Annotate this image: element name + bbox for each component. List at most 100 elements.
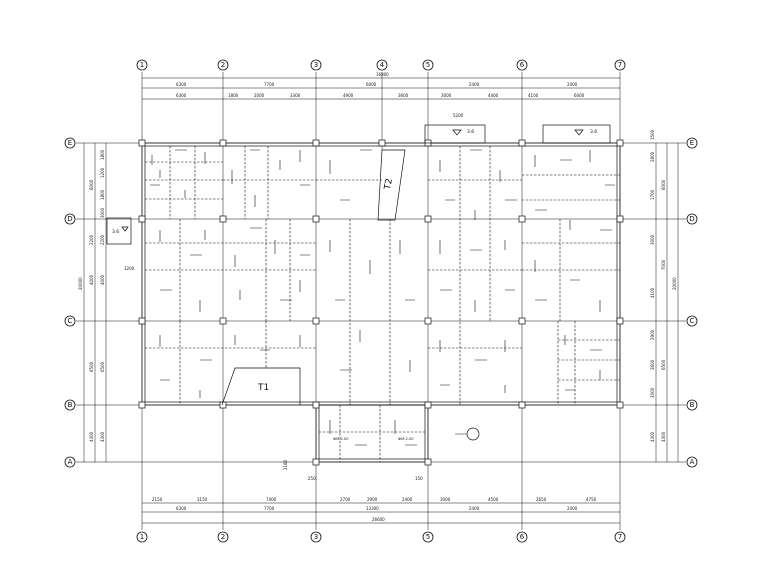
- svg-text:4300: 4300: [650, 431, 655, 442]
- svg-text:4100: 4100: [650, 287, 655, 298]
- svg-text:2800: 2800: [650, 151, 655, 162]
- axis-bubbles-bottom: 1 2 3 5 6 7: [136, 531, 626, 543]
- svg-text:3.6: 3.6: [590, 129, 597, 135]
- bottom-dimensions: 2150 3150 7400 2700 2900 2400 3000 4500 …: [142, 497, 620, 524]
- svg-text:1: 1: [140, 533, 144, 541]
- svg-text:6500: 6500: [100, 361, 105, 372]
- stair-t2: T2: [377, 149, 406, 221]
- axis-bubbles-left: E D C B A: [64, 137, 76, 468]
- svg-text:D: D: [689, 215, 694, 223]
- svg-text:3600: 3600: [650, 359, 655, 370]
- left-dimensions: 20000 6000 2200 4000 6500 4300 1800 1200…: [78, 143, 107, 462]
- svg-text:5200: 5200: [453, 113, 464, 118]
- svg-text:3: 3: [314, 533, 318, 541]
- svg-text:4500: 4500: [488, 497, 499, 502]
- svg-text:D: D: [67, 215, 72, 223]
- axis-bubble-B-right: B: [686, 399, 698, 411]
- dim-top-overall: 16800: [376, 72, 389, 77]
- svg-text:6000: 6000: [366, 82, 377, 87]
- axis-bubble-4-top: 4: [376, 59, 388, 71]
- svg-text:2400: 2400: [402, 497, 413, 502]
- svg-text:4300: 4300: [661, 431, 666, 442]
- svg-text:2: 2: [221, 533, 225, 541]
- svg-text:6: 6: [520, 61, 525, 69]
- svg-text:3.6: 3.6: [467, 129, 474, 135]
- axis-bubble-1-top: 1: [136, 59, 148, 71]
- svg-text:3000: 3000: [650, 234, 655, 245]
- axis-bubble-B-left: B: [64, 399, 76, 411]
- svg-text:3.6: 3.6: [112, 229, 119, 235]
- svg-text:4100: 4100: [528, 93, 539, 98]
- svg-text:3500: 3500: [650, 387, 655, 398]
- svg-text:2000: 2000: [254, 93, 265, 98]
- axis-bubble-D-left: D: [64, 213, 76, 225]
- svg-text:2150: 2150: [152, 497, 163, 502]
- svg-text:1800: 1800: [100, 189, 105, 200]
- svg-text:150: 150: [415, 476, 423, 481]
- stair-t2-label: T2: [383, 178, 395, 192]
- svg-text:2400: 2400: [469, 82, 480, 87]
- svg-text:4400: 4400: [488, 93, 499, 98]
- svg-text:E: E: [690, 139, 694, 147]
- axis-bubble-1-bottom: 1: [136, 531, 148, 543]
- axis-bubble-A-right: A: [686, 456, 698, 468]
- section-marker-icon: [466, 427, 480, 441]
- svg-text:6300: 6300: [176, 93, 187, 98]
- columns: [138, 139, 624, 466]
- svg-text:2400: 2400: [567, 506, 578, 511]
- axis-bubble-6-top: 6: [516, 59, 528, 71]
- axis-bubble-D-right: D: [686, 213, 698, 225]
- axis-bubbles-right: E D C B A: [686, 137, 698, 468]
- svg-text:6500: 6500: [89, 361, 94, 372]
- svg-text:6000: 6000: [574, 93, 585, 98]
- svg-text:A: A: [690, 458, 695, 466]
- dim-bottom-overall: 26600: [372, 517, 385, 522]
- svg-text:6: 6: [520, 533, 525, 541]
- right-dimensions: 1500 2800 1700 3000 4100 2900 3600 3500 …: [650, 129, 679, 462]
- svg-text:1: 1: [140, 61, 144, 69]
- svg-text:3000: 3000: [440, 497, 451, 502]
- svg-text:5: 5: [426, 533, 430, 541]
- svg-text:20000: 20000: [78, 277, 83, 290]
- svg-text:2700: 2700: [340, 497, 351, 502]
- svg-text:6500: 6500: [661, 359, 666, 370]
- svg-text:4000: 4000: [89, 274, 94, 285]
- svg-text:4900: 4900: [343, 93, 354, 98]
- svg-text:1200: 1200: [100, 167, 105, 178]
- svg-text:B: B: [68, 401, 73, 409]
- stair-t1-label: T1: [257, 383, 269, 393]
- svg-text:3150: 3150: [197, 497, 208, 502]
- stair-t1: T1: [221, 367, 301, 406]
- axis-bubble-C-right: C: [686, 315, 698, 327]
- svg-text:7: 7: [618, 61, 622, 69]
- svg-text:6300: 6300: [176, 82, 187, 87]
- svg-text:4: 4: [380, 61, 385, 69]
- svg-text:ФМ-2.00: ФМ-2.00: [333, 437, 349, 441]
- svg-text:1800: 1800: [228, 93, 239, 98]
- svg-text:2200: 2200: [89, 234, 94, 245]
- svg-text:7: 7: [618, 533, 622, 541]
- svg-text:ФМ-2.00: ФМ-2.00: [398, 437, 414, 441]
- axis-bubble-5-top: 5: [422, 59, 434, 71]
- svg-text:E: E: [68, 139, 72, 147]
- svg-text:C: C: [68, 317, 73, 325]
- axis-bubble-6-bottom: 6: [516, 531, 528, 543]
- axis-bubble-2-top: 2: [217, 59, 229, 71]
- svg-text:7400: 7400: [266, 497, 277, 502]
- svg-text:7000: 7000: [661, 259, 666, 270]
- annex-labels: ФМ-2.00 ФМ-2.00: [333, 427, 480, 441]
- svg-text:2: 2: [221, 61, 225, 69]
- svg-text:1800: 1800: [100, 149, 105, 160]
- axis-bubble-2-bottom: 2: [217, 531, 229, 543]
- svg-text:7700: 7700: [264, 82, 275, 87]
- svg-text:A: A: [68, 458, 73, 466]
- svg-text:6000: 6000: [89, 179, 94, 190]
- svg-text:2650: 2650: [536, 497, 547, 502]
- svg-text:250: 250: [308, 476, 316, 481]
- svg-text:2900: 2900: [650, 329, 655, 340]
- svg-text:2900: 2900: [367, 497, 378, 502]
- svg-text:6000: 6000: [661, 179, 666, 190]
- svg-text:4750: 4750: [586, 497, 597, 502]
- svg-text:1200: 1200: [124, 266, 135, 271]
